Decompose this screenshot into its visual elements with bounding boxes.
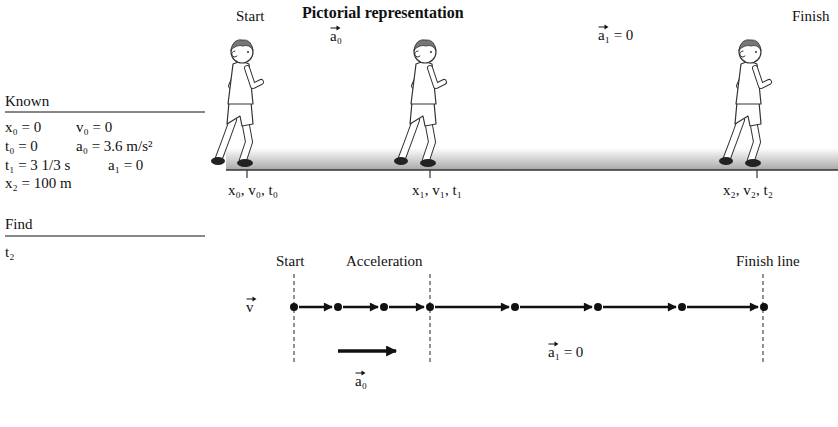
table-rule <box>5 112 205 113</box>
acceleration-vector <box>338 349 396 353</box>
dashed-marker <box>294 274 295 364</box>
table-heading: Known <box>5 92 49 110</box>
known-value: t₁ = 3 1/3 s <box>5 156 70 174</box>
velocity-vectors <box>299 306 758 309</box>
vector-label: a₁ = 0 <box>548 343 583 361</box>
point-label: x₂, v₂, t₂ <box>723 181 773 199</box>
runner-figure <box>719 40 769 167</box>
marker-label: Start <box>276 252 304 270</box>
position-tick <box>429 170 430 178</box>
position-label: Finish <box>792 7 830 25</box>
dashed-marker <box>763 274 764 364</box>
table-rule <box>5 236 205 237</box>
table-heading: Find <box>5 215 33 233</box>
vector-arrow <box>355 370 366 376</box>
vector-arrow <box>548 341 559 347</box>
dashed-marker <box>430 274 431 364</box>
runner-figure <box>211 40 261 167</box>
known-value: v₀ = 0 <box>76 118 112 136</box>
runner-figure <box>394 40 444 167</box>
vector-label: a₁ = 0 <box>598 26 633 44</box>
known-value: x₂ = 100 m <box>5 174 72 192</box>
vector-label: a₀ <box>355 372 367 390</box>
known-value: a₀ = 3.6 m/s² <box>76 137 153 155</box>
find-value: t₂ <box>5 243 14 261</box>
position-tick <box>246 170 247 178</box>
position-tick <box>756 170 757 178</box>
known-value: x₀ = 0 <box>5 118 41 136</box>
vector-arrow <box>598 24 609 30</box>
known-value: a₁ = 0 <box>108 156 143 174</box>
vector-arrow <box>330 25 341 31</box>
vector-arrow <box>246 296 257 302</box>
marker-label: Acceleration <box>346 252 423 270</box>
point-label: x₀, v₀, t₀ <box>228 181 278 199</box>
ground <box>226 148 838 170</box>
vector-label: a₀ <box>330 27 342 45</box>
vector-label: v <box>246 298 254 316</box>
ground-line <box>226 169 838 171</box>
point-label: x₁, v₁, t₁ <box>412 181 462 199</box>
motion-dots <box>290 303 768 311</box>
known-value: t₀ = 0 <box>5 137 38 155</box>
marker-label: Finish line <box>736 252 800 270</box>
position-label: Start <box>236 7 264 25</box>
diagram-title: Pictorial representation <box>302 4 464 22</box>
